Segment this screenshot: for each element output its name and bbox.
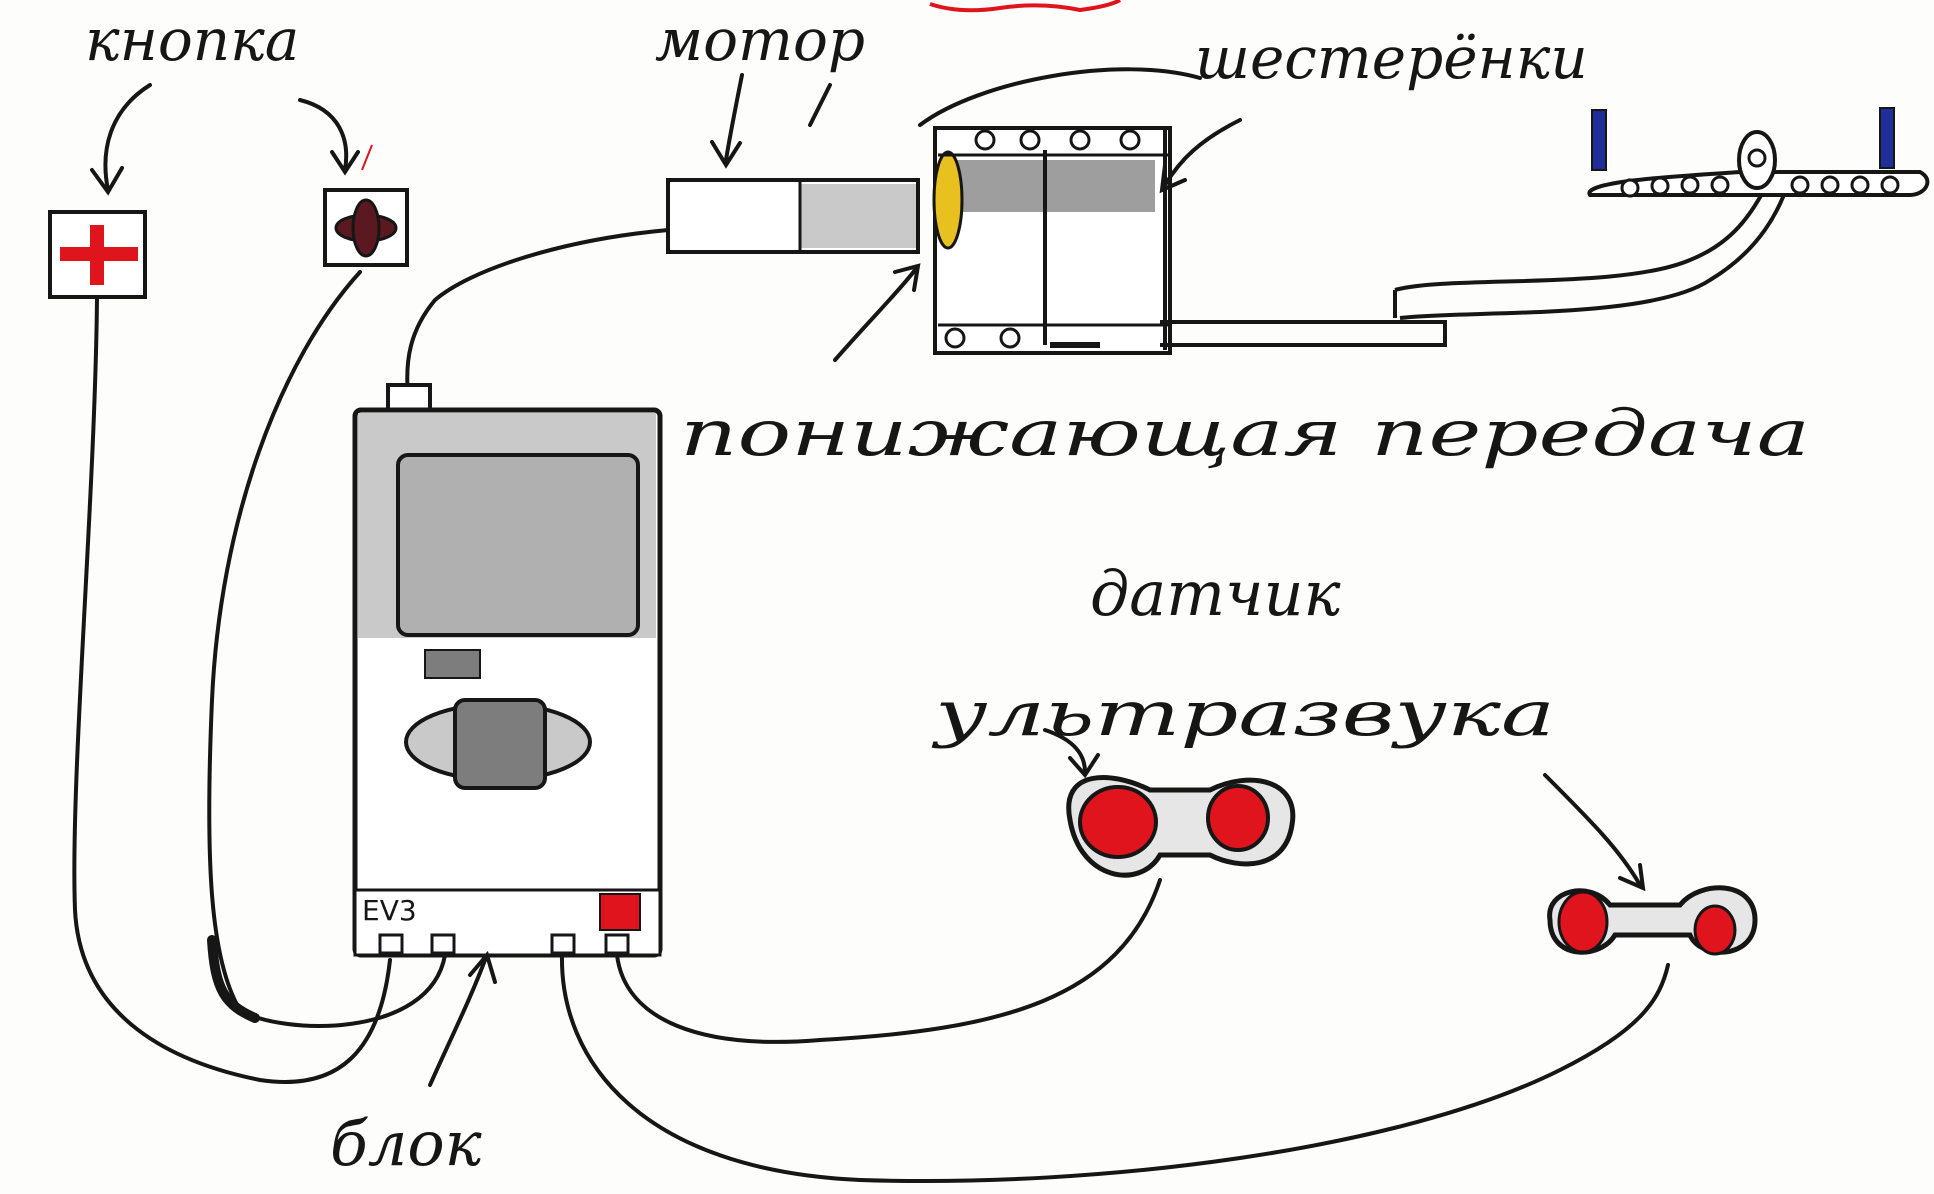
- cable-big-sensor: [615, 878, 1162, 1044]
- motor-arrows: [710, 73, 832, 169]
- label-block: блок: [330, 1107, 483, 1180]
- arrow-to-reduction: [833, 268, 917, 362]
- arrow-to-large-sensor: [1043, 728, 1087, 774]
- cable-motor: [405, 228, 670, 397]
- motor-scribble: [808, 83, 832, 127]
- red-cross-button-icon: [48, 210, 147, 299]
- cable-left-button: [72, 296, 392, 1084]
- gearbox-shape: [932, 126, 1172, 355]
- arrow-to-left-button-head: [90, 166, 124, 196]
- motor-shape: [666, 178, 920, 254]
- sensor-arrows: [1043, 728, 1646, 892]
- arrow-to-right-button: [298, 98, 349, 172]
- ev3-label: EV3: [362, 894, 417, 927]
- ultrasonic-sensor-large-icon: [1066, 775, 1296, 878]
- cable-small-sensor: [559, 953, 1670, 1184]
- lego-beam-icon: [1587, 107, 1930, 198]
- arrow-to-reduction-head: [893, 263, 921, 292]
- ev3-brick-icon: EV3: [352, 383, 663, 958]
- arrow-to-small-sensor: [1543, 773, 1642, 887]
- arrow-to-gears: [1163, 118, 1242, 187]
- label-sensor-line1: датчик: [1090, 557, 1342, 630]
- label-button: кнопка: [85, 6, 299, 74]
- ultrasonic-sensor-small-icon: [1547, 885, 1758, 956]
- label-motor: мотор: [655, 6, 865, 74]
- beam-arm: [1160, 177, 1792, 347]
- block-arrow: [428, 950, 497, 1087]
- cable-right-button: [207, 270, 447, 1028]
- label-reduction: понижающая передача: [680, 397, 1810, 471]
- cable-right-button-thick: [207, 935, 260, 1023]
- arrow-to-small-sensor-head: [1618, 863, 1646, 892]
- cutoff-title-fragment: [929, 0, 1122, 13]
- cables: [72, 228, 1670, 1184]
- arrow-to-motor-head: [710, 140, 742, 169]
- button-arrows: [90, 83, 360, 196]
- arrow-to-left-button: [103, 83, 152, 192]
- arrow-to-gears-head: [1159, 163, 1187, 194]
- label-gears: шестерёнки: [1195, 24, 1588, 92]
- arrow-to-large-sensor-head: [1068, 753, 1100, 779]
- arrow-to-motor: [724, 73, 744, 162]
- label-sensor-line2: ультразвука: [931, 677, 1555, 750]
- arrow-to-right-button-head: [330, 150, 360, 176]
- gear-arrows: [833, 67, 1242, 362]
- dark-cross-button-icon: [323, 144, 409, 267]
- bracket-gears: [918, 67, 1202, 127]
